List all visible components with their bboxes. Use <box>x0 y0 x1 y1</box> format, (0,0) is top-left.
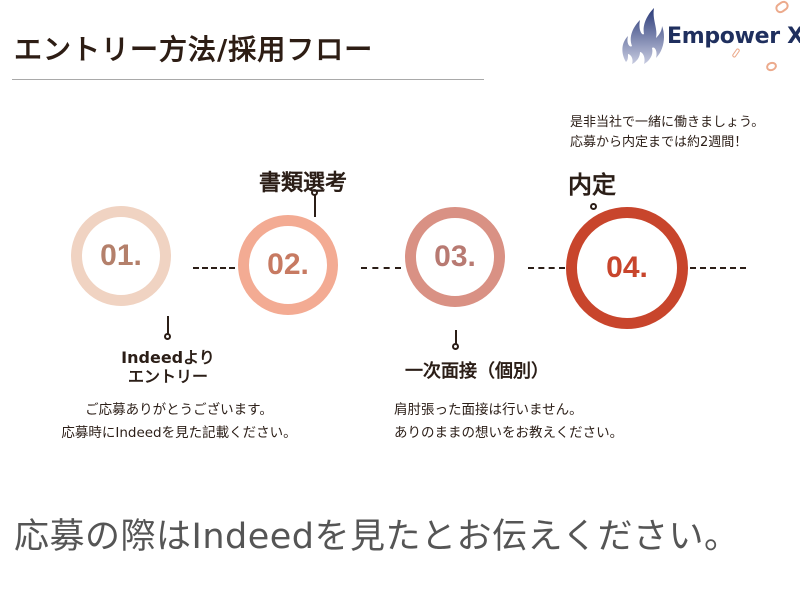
step-1-number: 01. <box>100 239 142 272</box>
step-4-label: 内定 <box>568 171 616 199</box>
step-1-label-line2: エントリー <box>127 367 208 386</box>
decor-shape <box>731 47 741 59</box>
step-3-label: 一次面接（個別） <box>405 361 549 382</box>
desc-line: ありのままの想いをお教えください。 <box>394 425 624 441</box>
step-3-knob <box>452 343 459 350</box>
step-4-knob <box>590 203 597 210</box>
step-1-knob <box>164 333 171 340</box>
decor-shape <box>773 0 791 16</box>
desc-line: 肩肘張った面接は行いません。 <box>394 402 583 418</box>
connector-dash <box>528 267 565 269</box>
step-3-circle: 03. <box>405 207 505 307</box>
step-2-stem <box>314 195 316 217</box>
step-2-number: 02. <box>267 248 309 281</box>
desc-line: 応募時にIndeedを見た記載ください。 <box>61 425 297 441</box>
desc-line: 是非当社で一緒に働きましょう。 <box>570 115 765 130</box>
connector-dash <box>361 267 401 269</box>
step-1-label: Indeedより エントリー <box>113 348 223 386</box>
step-1-stem <box>167 316 169 334</box>
step-1-description: ご応募ありがとうございます。 応募時にIndeedを見た記載ください。 <box>34 399 324 445</box>
step-2-label: 書類選考 <box>259 171 348 196</box>
step-3-number: 03. <box>434 240 476 273</box>
step-4-number: 04. <box>606 251 648 284</box>
footer-note: 応募の際はIndeedを見たとお伝えください。 <box>14 517 740 557</box>
desc-line: ご応募ありがとうございます。 <box>85 402 273 418</box>
logo-text: Empower X <box>667 24 800 49</box>
step-4-circle: 04. <box>566 207 688 329</box>
flame-icon <box>622 8 664 64</box>
desc-line: 応募から内定までは約2週間！ <box>570 135 748 150</box>
decor-shape <box>764 60 779 73</box>
connector-dash <box>193 267 235 269</box>
title-divider <box>12 79 484 80</box>
step-1-circle: 01. <box>71 206 171 306</box>
connector-dash <box>690 267 746 269</box>
page-title: エントリー方法/採用フロー <box>14 33 374 66</box>
step-3-description: 肩肘張った面接は行いません。 ありのままの想いをお教えください。 <box>394 399 623 445</box>
step-3-stem <box>455 330 457 344</box>
step-4-description: 是非当社で一緒に働きましょう。 応募から内定までは約2週間！ <box>570 113 764 153</box>
step-1-label-line1: Indeedより <box>121 348 215 367</box>
step-2-circle: 02. <box>238 215 338 315</box>
